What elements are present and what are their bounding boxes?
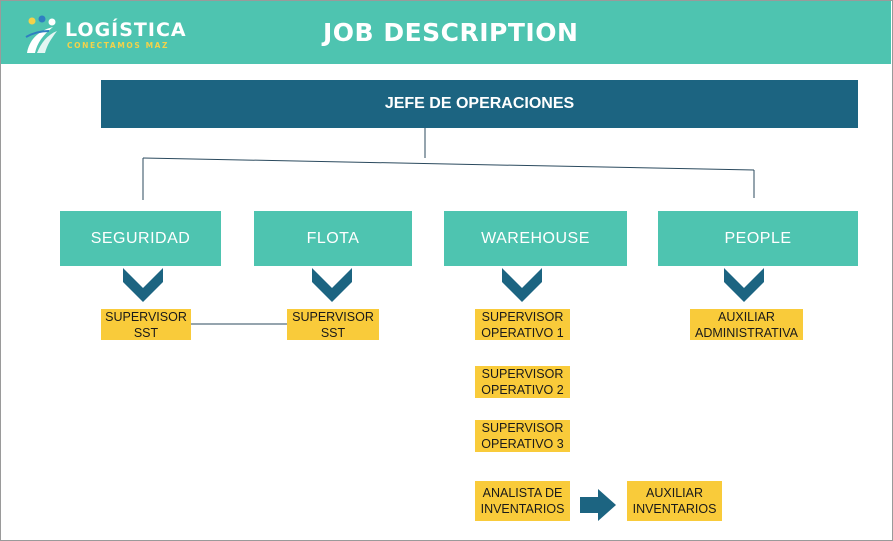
- dept-flota-label: FLOTA: [306, 229, 360, 247]
- role-flota-supervisor-sst: SUPERVISOR SST: [287, 309, 379, 340]
- dept-seguridad-label: SEGURIDAD: [90, 229, 191, 247]
- dept-seguridad: SEGURIDAD: [60, 211, 221, 266]
- dept-warehouse-label: WAREHOUSE: [481, 229, 590, 247]
- role-auxiliar-inventarios: AUXILIAR INVENTARIOS: [627, 481, 722, 521]
- role-supervisor-operativo-2: SUPERVISOR OPERATIVO 2: [475, 366, 570, 398]
- connector-bus: [142, 157, 755, 171]
- chevron-down-icon: [123, 268, 163, 302]
- top-role-label: JEFE DE OPERACIONES: [384, 95, 575, 112]
- chevron-down-icon: [724, 268, 764, 302]
- dept-people-label: PEOPLE: [724, 229, 792, 247]
- role-analista-inventarios: ANALISTA DE INVENTARIOS: [475, 481, 570, 521]
- logo-title: LOGÍSTICA: [65, 19, 187, 41]
- page-title: JOB DESCRIPTION: [323, 18, 579, 47]
- arrow-right-icon: [580, 489, 616, 521]
- logo-people-icon: [25, 15, 57, 53]
- chevron-down-icon: [502, 268, 542, 302]
- chevron-down-icon: [312, 268, 352, 302]
- logo-subtitle: CONECTAMOS MAZ: [67, 41, 170, 50]
- header-bar: LOGÍSTICA CONECTAMOS MAZ JOB DESCRIPTION: [1, 1, 891, 64]
- dept-warehouse: WAREHOUSE: [444, 211, 627, 266]
- role-supervisor-operativo-3: SUPERVISOR OPERATIVO 3: [475, 420, 570, 452]
- role-auxiliar-administrativa: AUXILIAR ADMINISTRATIVA: [690, 309, 803, 340]
- top-role-box: JEFE DE OPERACIONES: [101, 80, 858, 128]
- dept-people: PEOPLE: [658, 211, 858, 266]
- dept-flota: FLOTA: [254, 211, 412, 266]
- role-supervisor-operativo-1: SUPERVISOR OPERATIVO 1: [475, 309, 570, 340]
- company-logo: LOGÍSTICA CONECTAMOS MAZ: [23, 15, 223, 59]
- role-seguridad-supervisor-sst: SUPERVISOR SST: [101, 309, 191, 340]
